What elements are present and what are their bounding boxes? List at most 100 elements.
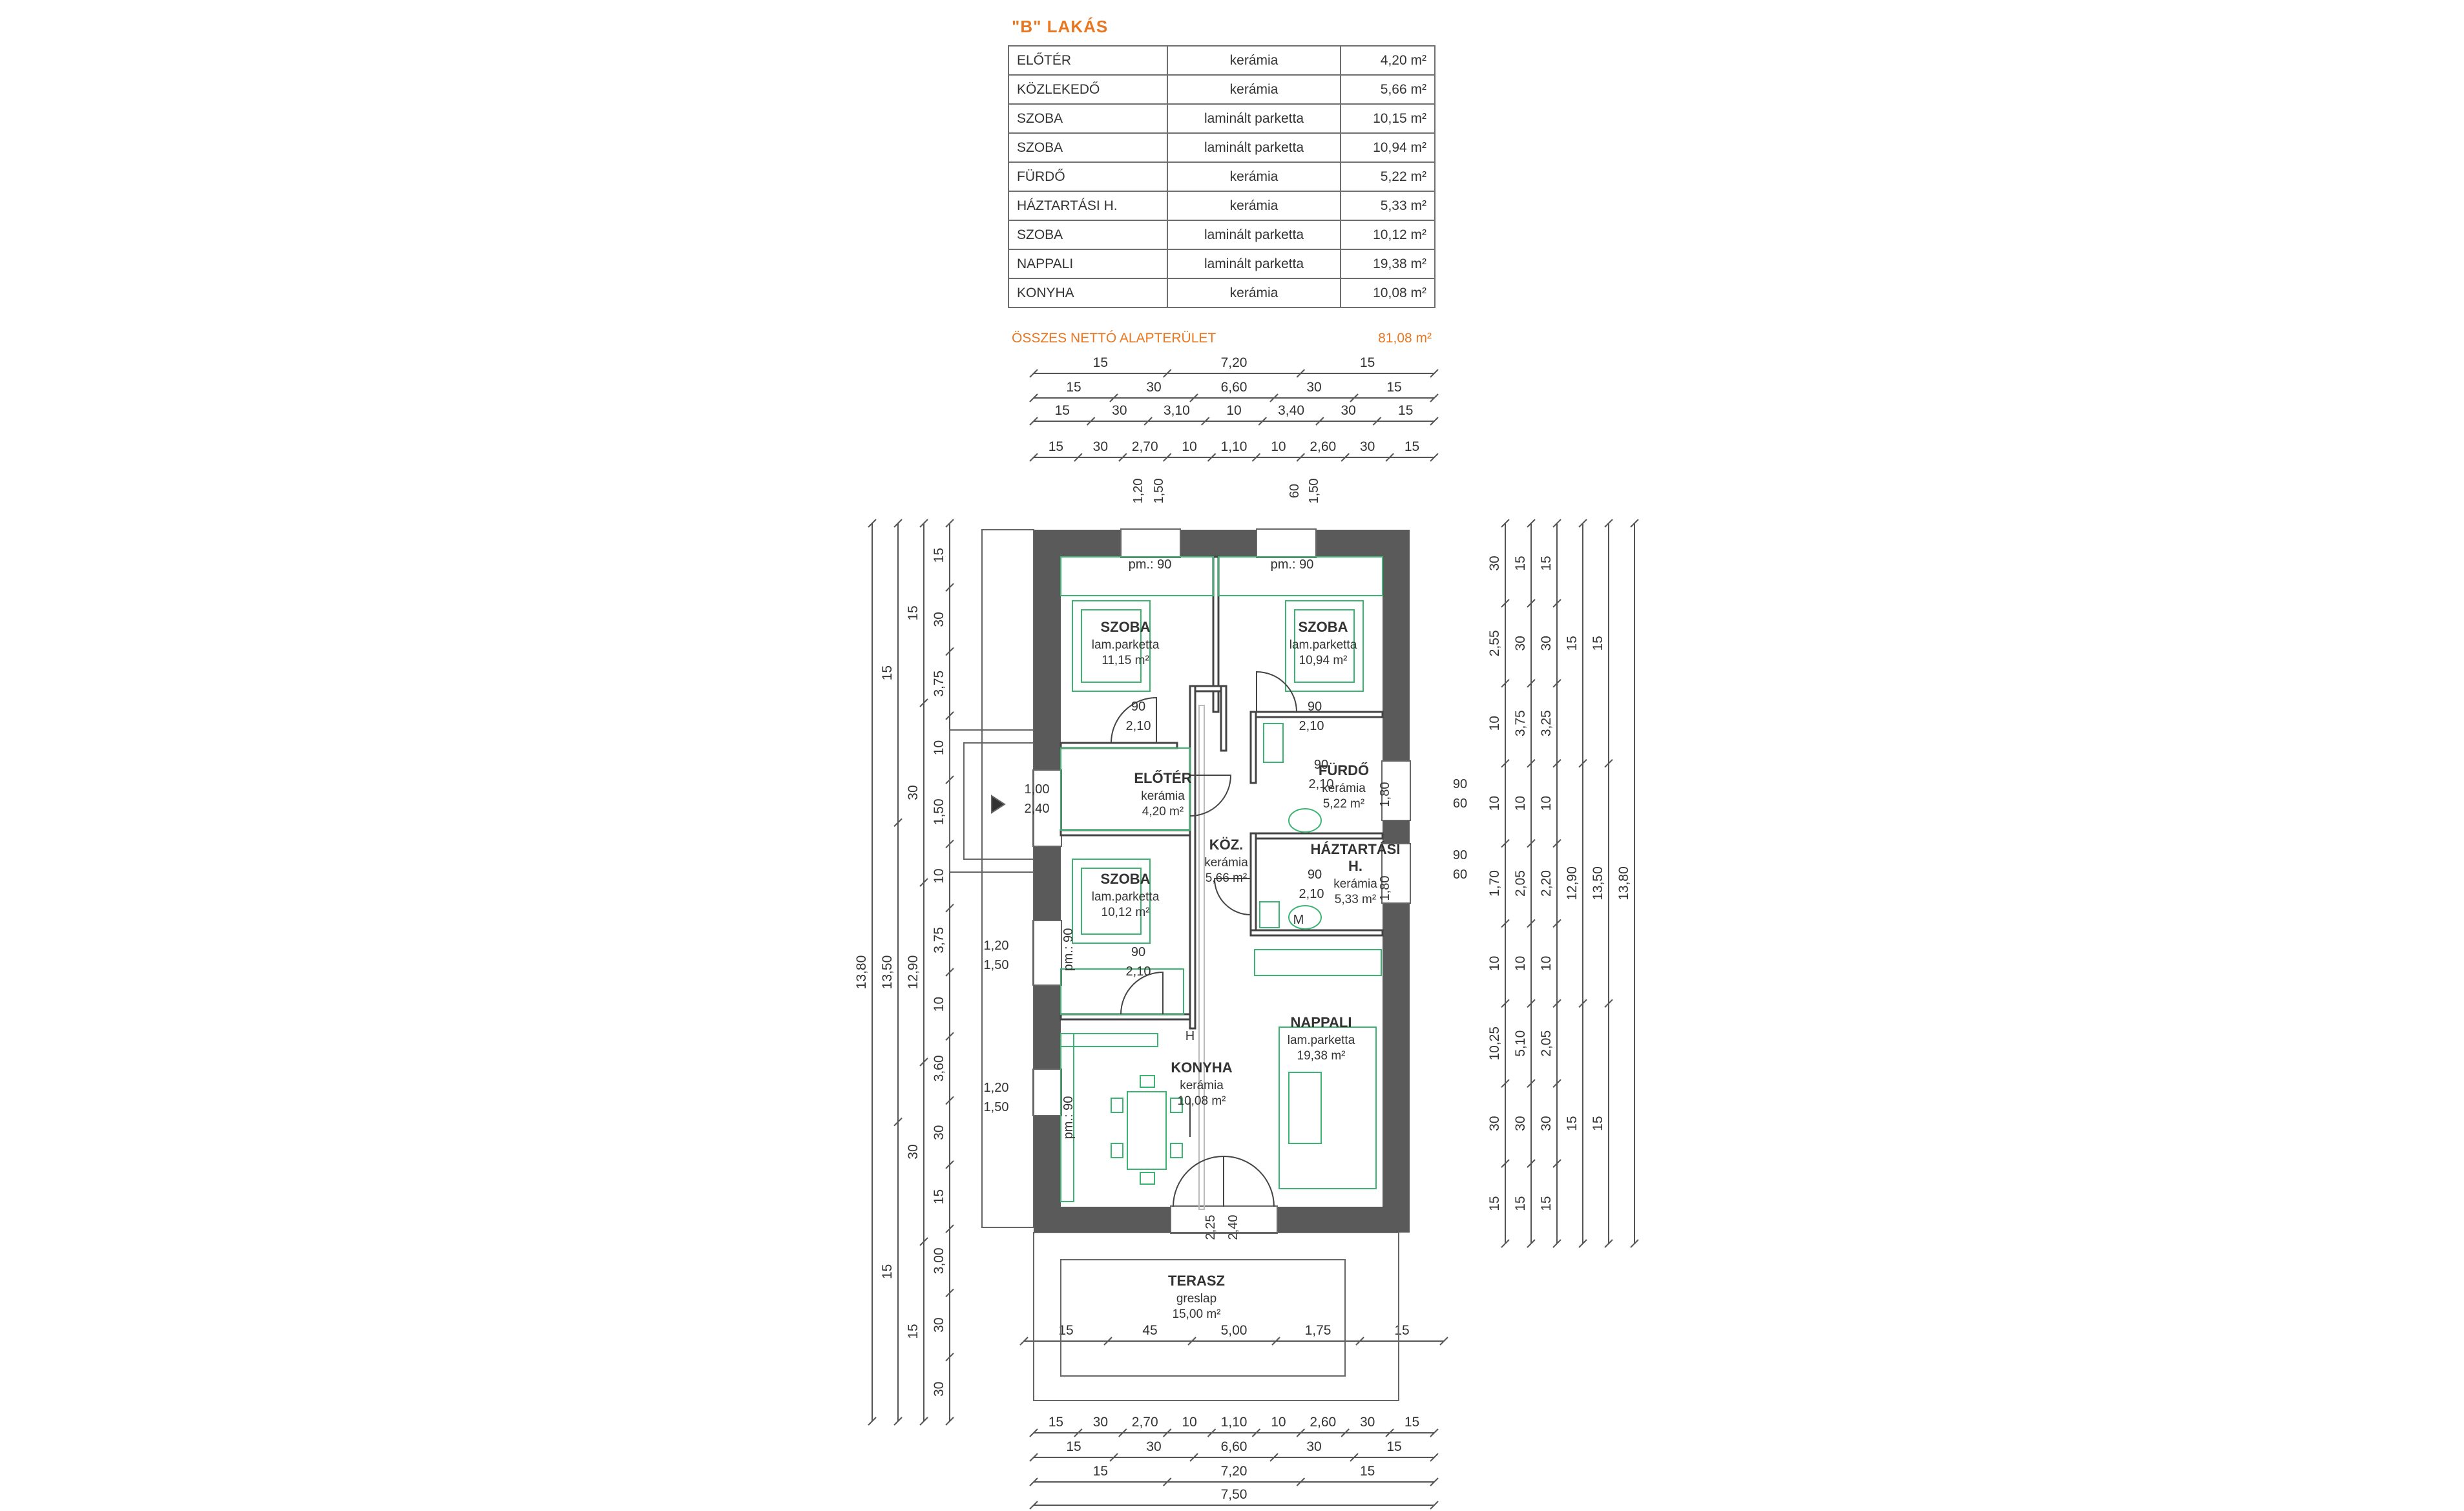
dimension-label: 10 [1487, 956, 1502, 971]
room-area-cell: 19,38 m² [1340, 249, 1436, 279]
dimension-tick [1086, 417, 1096, 426]
dimension-label: 15 [932, 548, 946, 563]
dimension-label: 15 [1513, 556, 1528, 570]
dimension-label: 15 [1404, 439, 1419, 454]
door-swings [1111, 671, 1297, 1207]
dimension-label: 10 [1271, 439, 1286, 454]
dimension-tick [1074, 453, 1083, 462]
dimension-label: 30 [1539, 636, 1554, 651]
dimension-tick [1430, 1428, 1439, 1437]
dimension-tick [919, 1237, 928, 1246]
dimension-tick [1501, 919, 1510, 928]
dimension-tick [945, 968, 954, 977]
dimension-label: 7,20 [1221, 1464, 1248, 1479]
dimension-tick [1019, 1337, 1028, 1346]
dimension-label: 1,10 [1221, 439, 1248, 454]
dimension-label: 30 [1513, 1116, 1528, 1131]
dimension-tick [1341, 453, 1350, 462]
opening-label: 90 [1131, 700, 1145, 714]
dimension-tick [1430, 453, 1439, 462]
room-area-cell: 5,33 m² [1340, 191, 1436, 221]
dimension-tick [893, 1117, 903, 1127]
room-name-cell: ELŐTÉR [1008, 45, 1168, 76]
dimension-label: 15 [1049, 1415, 1063, 1430]
opening-label: pm.: 90 [1061, 928, 1076, 972]
dimension-tick [1162, 1477, 1172, 1486]
dimension-label: 2,70 [1132, 1415, 1158, 1430]
opening-label: 90 [1308, 700, 1322, 714]
dimension-tick [1552, 919, 1561, 928]
dimension-label: 3,10 [1164, 403, 1190, 418]
dimension-label: 30 [1306, 1439, 1321, 1454]
dimension-tick [919, 1058, 928, 1067]
dimension-tick [1527, 1159, 1536, 1168]
opening-label: 1,50 [1307, 479, 1321, 504]
dimension-tick [1296, 1428, 1306, 1437]
dimension-label: 30 [906, 1144, 921, 1159]
dimension-label: 15 [1093, 355, 1108, 370]
dimension-label: 15 [932, 1189, 946, 1204]
dimension-label: 10 [1271, 1415, 1286, 1430]
dimension-tick [919, 519, 928, 528]
opening-label: M [1293, 913, 1304, 927]
dimension-tick [1552, 999, 1561, 1008]
dimension-label: 15 [1394, 1323, 1409, 1338]
opening-label: 2,10 [1299, 719, 1324, 733]
dimension-label: 15 [1539, 1196, 1554, 1211]
opening-label: pm.: 90 [1061, 1096, 1076, 1140]
dimension-tick [893, 818, 903, 828]
dimension-tick [945, 647, 954, 656]
dimension-label: 10,25 [1487, 1026, 1502, 1061]
dimension-tick [1604, 519, 1613, 528]
dimension-label: 13,50 [880, 955, 895, 990]
dimension-label: 5,10 [1513, 1030, 1528, 1057]
dimension-label: 10 [1182, 1415, 1196, 1430]
dimension-label: 10 [932, 868, 946, 883]
dimension-tick [1341, 1428, 1350, 1437]
dimension-tick [1315, 417, 1324, 426]
dimension-label: 30 [1539, 1116, 1554, 1131]
opening-label: 1,20 [984, 1081, 1009, 1095]
opening-label: 1,50 [984, 1100, 1009, 1114]
dimension-label: 30 [1487, 1116, 1502, 1131]
dimension-label: 10 [1487, 716, 1502, 731]
dimension-label: 10 [1513, 956, 1528, 971]
dimension-tick [1162, 369, 1172, 378]
dimension-label: 5,00 [1221, 1323, 1248, 1338]
dimension-tick [1578, 1239, 1587, 1248]
dimension-tick [1578, 999, 1587, 1008]
room-floor: kerámia [1333, 877, 1377, 891]
dimension-tick [1372, 417, 1382, 426]
room-area-cell: 5,66 m² [1340, 74, 1436, 105]
dimension-label: 12,90 [906, 955, 921, 990]
room-floor: lam.parketta [1092, 638, 1160, 652]
dimension-tick [1118, 1428, 1127, 1437]
dimension-tick [1552, 758, 1561, 768]
dimension-tick [1527, 999, 1536, 1008]
dimension-tick [1630, 1239, 1639, 1248]
opening-label: 2,10 [1299, 887, 1324, 901]
dimension-label: 30 [932, 1125, 946, 1140]
room-area: 5,66 m² [1206, 871, 1247, 885]
room-area: 5,33 m² [1335, 893, 1376, 906]
dimension-tick [1578, 758, 1587, 768]
room-floor: greslap [1176, 1292, 1216, 1306]
dimension-label: 3,25 [1539, 710, 1554, 736]
dimension-tick [945, 1288, 954, 1298]
dimension-label: 3,75 [932, 927, 946, 953]
dimension-label: 10 [1539, 956, 1554, 971]
dimension-tick [1029, 1501, 1038, 1510]
dimension-label: 15 [1513, 1196, 1528, 1211]
room-name: KONYHA [1171, 1059, 1232, 1076]
dimension-tick [1029, 393, 1038, 402]
dimension-label: 7,50 [1221, 1487, 1248, 1502]
dimension-tick [945, 1160, 954, 1169]
room-floor-cell: kerámia [1167, 74, 1341, 105]
dimension-tick [945, 904, 954, 913]
room-floor-cell: laminált parketta [1167, 103, 1341, 134]
dimension-tick [1578, 519, 1587, 528]
